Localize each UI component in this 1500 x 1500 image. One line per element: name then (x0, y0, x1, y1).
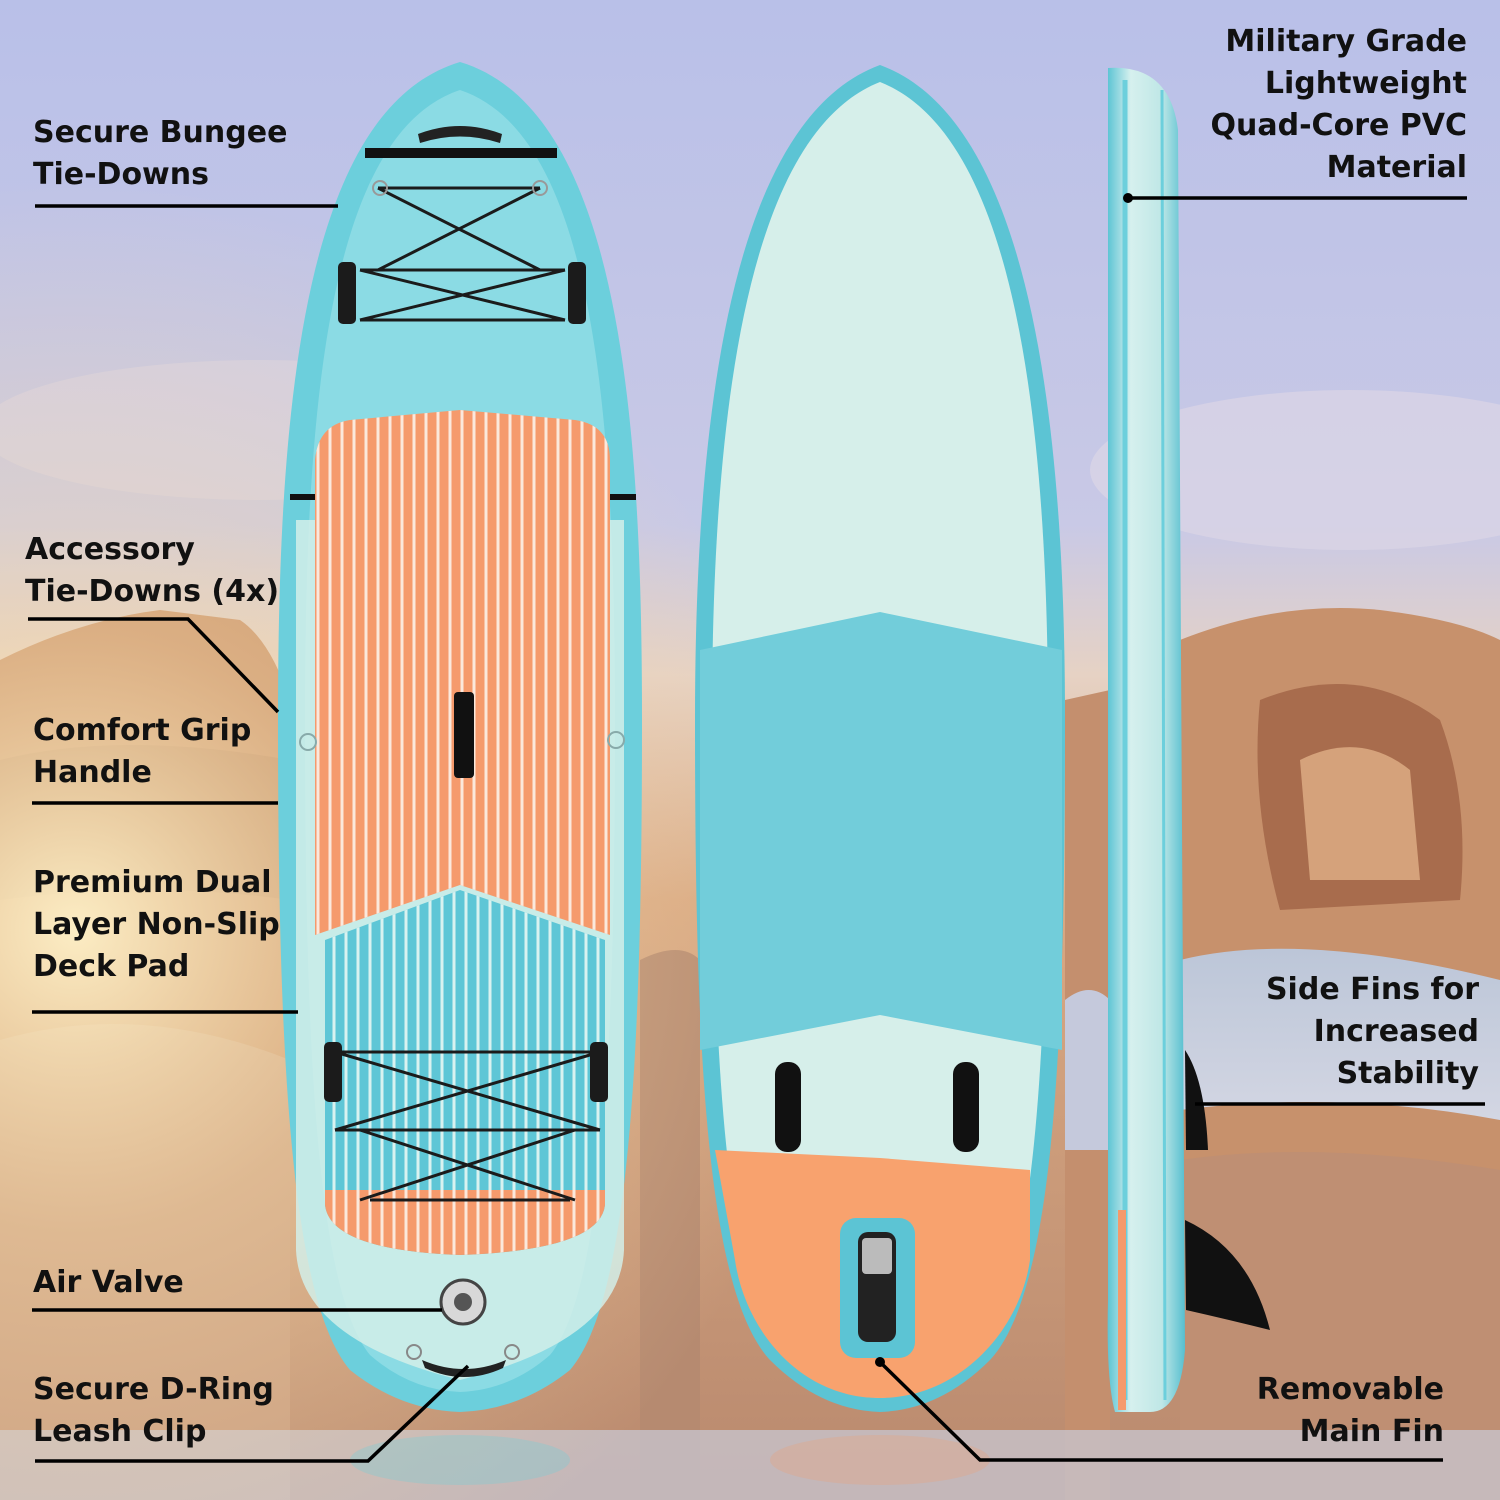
callout-line-leash (35, 1364, 470, 1463)
label-bungee-tie-downs: Secure Bungee Tie-Downs (33, 112, 287, 196)
label-line: Accessory (25, 532, 195, 567)
rear-bungee (334, 1050, 601, 1202)
label-line: Handle (33, 755, 152, 790)
front-bungee (359, 186, 566, 322)
label-line: Secure D-Ring (33, 1372, 274, 1407)
label-line: Lightweight (1264, 66, 1467, 101)
board-side-view (1107, 67, 1270, 1412)
label-line: Secure Bungee (33, 115, 288, 150)
board-top-view (278, 62, 642, 1412)
label-line: Material (1326, 150, 1467, 185)
label-line: Premium Dual (33, 865, 272, 900)
label-line: Tie-Downs (4x) (25, 574, 280, 609)
label-d-ring-leash-clip: Secure D-Ring Leash Clip (33, 1369, 274, 1453)
callout-line-accessory (28, 617, 280, 714)
callout-dot-mainfin (875, 1357, 885, 1367)
label-line: Tie-Downs (33, 157, 209, 192)
label-line: Leash Clip (33, 1414, 207, 1449)
label-line: Comfort Grip (33, 713, 252, 748)
label-accessory-tie-downs: Accessory Tie-Downs (4x) (25, 529, 279, 613)
label-material: Military Grade Lightweight Quad-Core PVC… (1211, 21, 1467, 189)
label-line: Layer Non-Slip (33, 907, 280, 942)
label-air-valve: Air Valve (33, 1262, 184, 1304)
label-comfort-grip-handle: Comfort Grip Handle (33, 710, 251, 794)
label-line: Military Grade (1225, 24, 1467, 59)
callout-line-mainfin (878, 1360, 1443, 1462)
label-line: Main Fin (1299, 1414, 1444, 1449)
label-line: Quad-Core PVC (1210, 108, 1467, 143)
label-line: Removable (1256, 1372, 1444, 1407)
callout-dot-material (1123, 193, 1133, 203)
board-bottom-view (695, 65, 1065, 1412)
label-line: Side Fins for (1265, 972, 1479, 1007)
label-side-fins: Side Fins for Increased Stability (1266, 969, 1479, 1095)
label-line: Increased (1313, 1014, 1479, 1049)
label-main-fin: Removable Main Fin (1257, 1369, 1444, 1453)
label-line: Deck Pad (33, 949, 190, 984)
label-line: Air Valve (33, 1265, 184, 1300)
label-deck-pad: Premium Dual Layer Non-Slip Deck Pad (33, 862, 280, 988)
label-line: Stability (1336, 1056, 1479, 1091)
